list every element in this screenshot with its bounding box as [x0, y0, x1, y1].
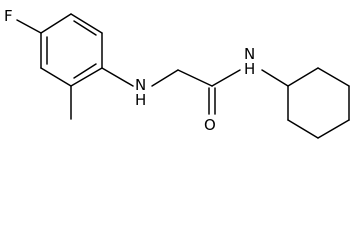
ring-bond — [70, 67, 103, 87]
structure-drawing: F H N O N H — [4, 7, 350, 139]
ring-double-bond — [73, 20, 97, 36]
amide-n-label: N — [244, 45, 255, 63]
cyclohexane-ring — [287, 67, 350, 139]
fluorine-label: F — [4, 7, 13, 25]
benzene-ring — [40, 13, 103, 87]
ch2-carbonyl-bond — [177, 69, 213, 87]
c-f-bond — [16, 19, 42, 34]
ring-bond — [40, 13, 72, 34]
ring-bond — [317, 119, 350, 139]
molecule-canvas: F H N O N H — [4, 7, 350, 139]
amine-nh-label: H — [135, 91, 146, 109]
ring-nh-bond — [101, 67, 134, 87]
ring-double-bond — [73, 63, 97, 79]
ring-bond — [287, 67, 319, 87]
ring-bond — [287, 119, 319, 139]
ring-bond — [70, 13, 103, 34]
amide-nh-label: H — [244, 60, 255, 78]
nh-ch2-bond — [151, 69, 179, 87]
ring-bond — [40, 67, 72, 87]
oxygen-label: O — [204, 116, 216, 134]
amine-n-label: N — [135, 76, 146, 94]
carbonyl-amide-bond — [211, 69, 241, 87]
amide-cyclohexyl-bond — [261, 69, 289, 87]
ring-bond — [317, 67, 350, 87]
